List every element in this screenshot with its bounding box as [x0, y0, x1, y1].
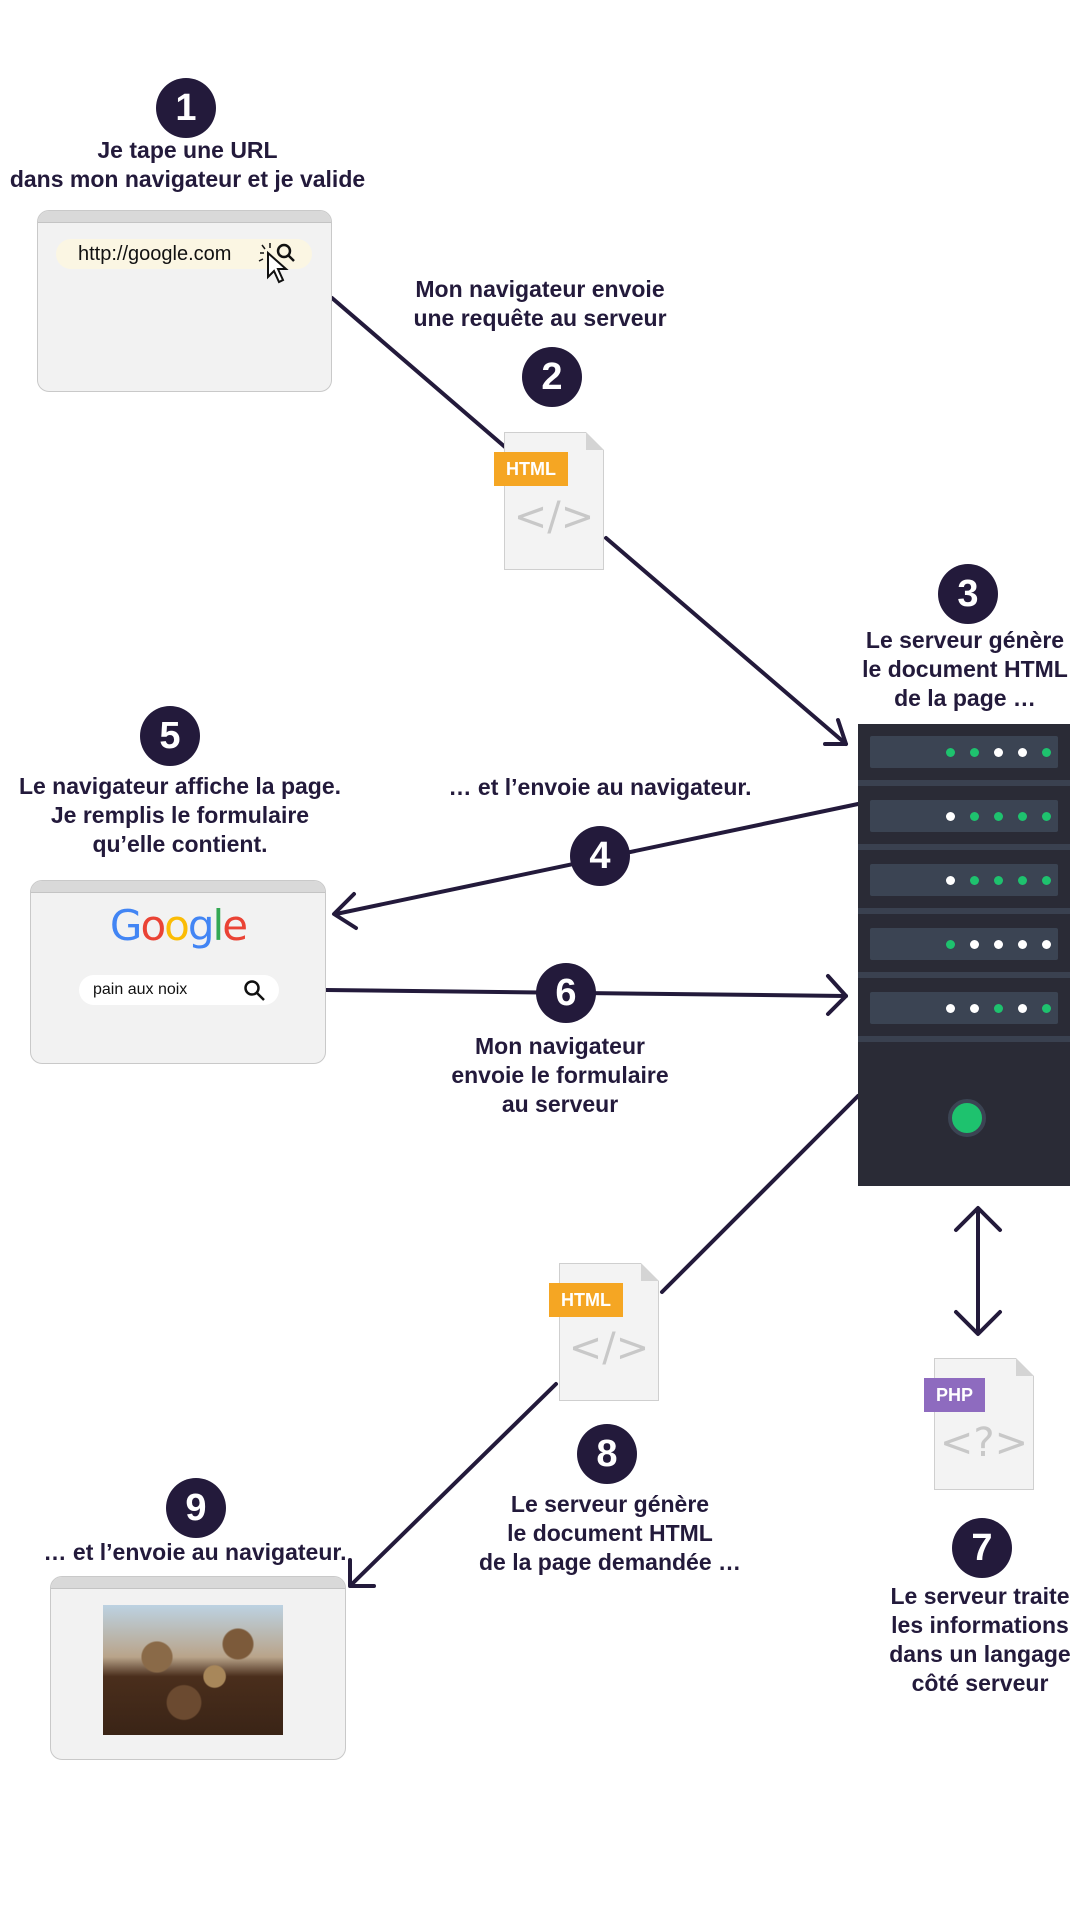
server-led [994, 876, 1003, 885]
browser-window-google: Google pain aux noix [30, 880, 326, 1064]
server-led [1018, 940, 1027, 949]
google-logo: Google [109, 901, 248, 950]
html-tag: HTML [494, 452, 568, 486]
code-icon: </> [513, 494, 595, 540]
server-led [1018, 1004, 1027, 1013]
step-label-7: Le serveur traite les informations dans … [889, 1583, 1071, 1696]
server-led [970, 748, 979, 757]
server-rack-2 [870, 800, 1058, 832]
server-led [946, 1004, 955, 1013]
arrow-final-head [348, 1558, 376, 1588]
server-led [946, 940, 955, 949]
arrow-php-head-up [954, 1206, 1002, 1232]
server-led [994, 940, 1003, 949]
browser-titlebar [51, 1577, 345, 1589]
browser-window-url: http://google.com [37, 210, 332, 392]
server-led [946, 876, 955, 885]
arrow-request-part2 [604, 536, 848, 746]
server-led [1042, 876, 1051, 885]
server-led [1018, 812, 1027, 821]
server-rack-5 [870, 992, 1058, 1024]
server-rack-divider [858, 908, 1070, 914]
search-click-cursor-icon [258, 243, 295, 284]
browser-titlebar [31, 881, 325, 893]
server-led [1018, 876, 1027, 885]
html-tag: HTML [549, 1283, 623, 1317]
arrow-form-head [826, 974, 848, 1016]
step-badge-9: 9 [166, 1478, 226, 1538]
server-led [1018, 748, 1027, 757]
url-text: http://google.com [78, 243, 232, 265]
server-led [970, 876, 979, 885]
php-code-icon: <?> [939, 1420, 1029, 1466]
step-label-6: Mon navigateur envoie le formulaire au s… [451, 1033, 669, 1117]
server-rack-divider [858, 972, 1070, 978]
server-tower [858, 724, 1070, 1186]
step-label-9: … et l’envoie au navigateur. [43, 1539, 347, 1565]
bread-photo [103, 1605, 283, 1735]
arrow-request-head [823, 718, 848, 746]
step-badge-2: 2 [522, 347, 582, 407]
server-led [970, 812, 979, 821]
server-led [994, 812, 1003, 821]
step-label-2: Mon navigateur envoie une requête au ser… [413, 276, 667, 331]
step-badge-4: 4 [570, 826, 630, 886]
search-input-value: pain aux noix [93, 981, 188, 998]
arrow-php-head-down [954, 1310, 1002, 1336]
server-rack-divider [858, 844, 1070, 850]
server-led [1042, 812, 1051, 821]
server-led [1042, 748, 1051, 757]
step-badge-8: 8 [577, 1424, 637, 1484]
search-icon[interactable] [243, 979, 267, 1003]
browser-window-result [50, 1576, 346, 1760]
browser-titlebar [38, 211, 331, 223]
server-led [946, 812, 955, 821]
power-indicator-icon [948, 1099, 986, 1137]
server-led [970, 1004, 979, 1013]
server-rack-1 [870, 736, 1058, 768]
step-label-8: Le serveur génère le document HTML de la… [478, 1491, 742, 1575]
step-badge-3: 3 [938, 564, 998, 624]
arrow-final-part1 [660, 1094, 860, 1294]
server-led [994, 748, 1003, 757]
arrow-response-head [332, 892, 358, 930]
server-led [994, 1004, 1003, 1013]
step-badge-1: 1 [156, 78, 216, 138]
arrow-final-part2 [350, 1382, 558, 1586]
server-led [970, 940, 979, 949]
step-label-5: Le navigateur affiche la page. Je rempli… [18, 773, 342, 857]
php-tag: PHP [924, 1378, 986, 1412]
step-label-1: Je tape une URL dans mon navigateur et j… [9, 137, 366, 192]
server-led [1042, 1004, 1051, 1013]
server-rack-3 [870, 864, 1058, 896]
code-icon: </> [568, 1325, 650, 1371]
server-rack-4 [870, 928, 1058, 960]
step-badge-5: 5 [140, 706, 200, 766]
server-rack-divider [858, 780, 1070, 786]
server-led [946, 748, 955, 757]
step-badge-6: 6 [536, 963, 596, 1023]
step-badge-7: 7 [952, 1518, 1012, 1578]
step-label-3: Le serveur génère le document HTML de la… [862, 627, 1068, 711]
step-label-4: … et l’envoie au navigateur. [448, 774, 752, 800]
server-rack-divider [858, 1036, 1070, 1042]
arrow-request-part1 [330, 296, 507, 449]
server-led [1042, 940, 1051, 949]
